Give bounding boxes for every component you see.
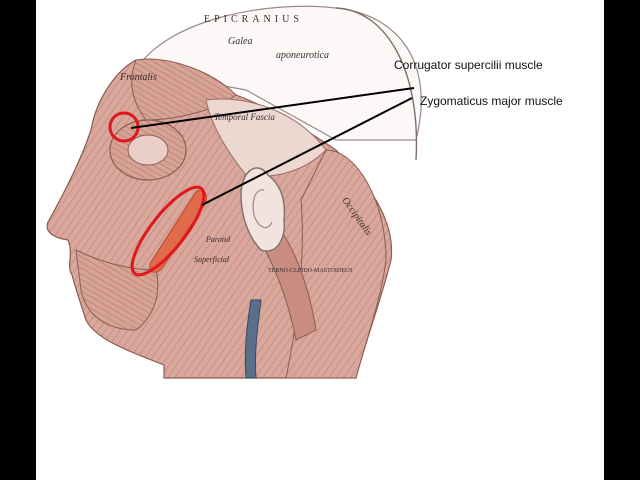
skull-dome-outline <box>335 7 418 161</box>
zygomaticus-leader-line <box>201 97 413 206</box>
engraving-label-aponeurotica: aponeurotica <box>276 50 329 61</box>
engraving-label-epicranius: EPICRANIUS <box>204 14 303 25</box>
ear-inner <box>252 189 273 229</box>
corrugator-callout-label: Corrugator supercilii muscle <box>394 58 543 72</box>
engraving-label-frontalis: Frontalis <box>119 72 157 83</box>
head-muscle-illustration: EPICRANIUS Galea aponeurotica Frontalis … <box>46 5 422 379</box>
engraving-label-parotid: Parotid <box>205 235 231 244</box>
zygomaticus-callout-label: Zygomaticus major muscle <box>420 94 563 108</box>
engraving-label-galea: Galea <box>228 36 252 47</box>
engraving-label-sternocleidomastoid: TERNO-CLEIDO-MASTOIDEUS <box>268 268 353 274</box>
ear <box>240 167 286 252</box>
zygomaticus-highlight-ellipse <box>130 185 206 277</box>
corrugator-leader-line <box>130 87 415 129</box>
engraving-label-temporal-fascia: Temporal Fascia <box>214 112 275 122</box>
eye-socket <box>127 134 169 166</box>
slide-canvas: EPICRANIUS Galea aponeurotica Frontalis … <box>36 0 604 480</box>
lower-face-muscles <box>75 249 159 331</box>
external-jugular-vein <box>244 299 262 379</box>
engraving-label-superficial: Superficial <box>194 255 230 264</box>
